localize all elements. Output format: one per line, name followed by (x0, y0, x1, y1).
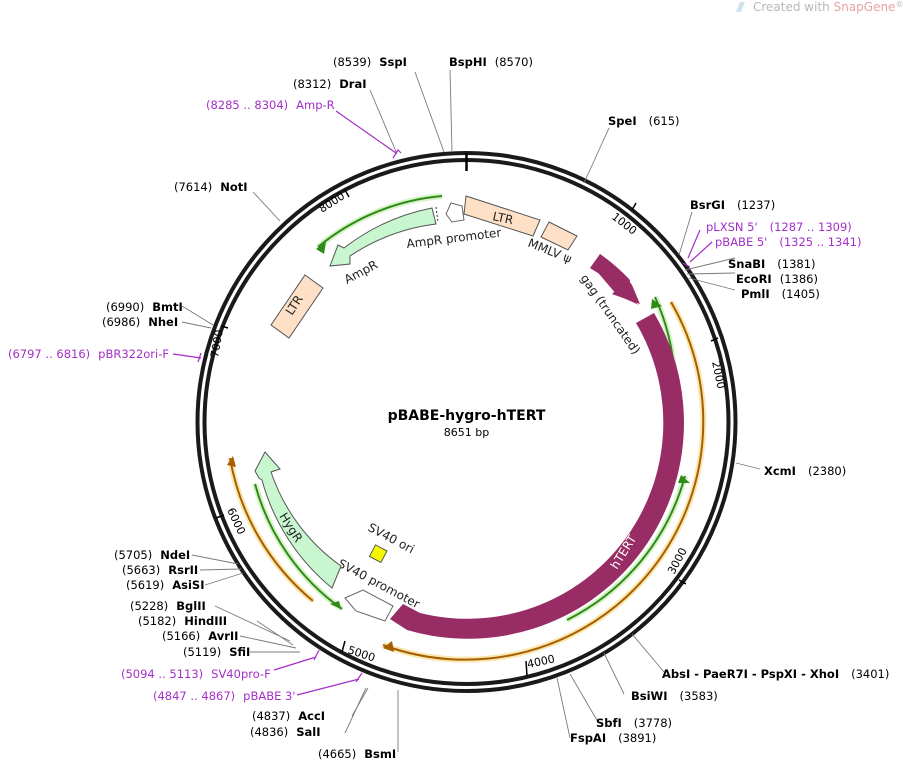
svg-text:BsiWI(3583): BsiWI(3583) (631, 689, 718, 703)
site-bsiwi: BsiWI(3583) (631, 689, 718, 703)
svg-text:(6990)BmtI: (6990)BmtI (106, 300, 183, 314)
site-hindiii: (5182)HindIII (138, 614, 227, 628)
site-asisi: (5619)AsiSI (126, 578, 205, 592)
site-ecori: EcoRI(1386) (736, 272, 818, 286)
svg-text:EcoRI(1386): EcoRI(1386) (736, 272, 818, 286)
site-avrii: (5166)AvrII (162, 629, 238, 643)
feature-ltr-left (270, 274, 324, 339)
tick-7000: 7000 (208, 329, 226, 359)
svg-text:(5619)AsiSI: (5619)AsiSI (126, 578, 205, 592)
snapgene-watermark: Created with SnapGene® (736, 0, 903, 14)
site-acci: (4837)AccI (252, 709, 325, 723)
svg-text:BsrGI(1237): BsrGI(1237) (690, 198, 775, 212)
plasmid-backbone (195, 151, 738, 693)
site-bsrgi: BsrGI(1237) (690, 198, 775, 212)
svg-text:pLXSN 5'(1287 .. 1309): pLXSN 5'(1287 .. 1309) (706, 220, 852, 234)
svg-text:(5228)BglII: (5228)BglII (130, 599, 206, 613)
feature-ampR-promoter (445, 202, 465, 223)
svg-text:(5705)NdeI: (5705)NdeI (114, 548, 190, 562)
tick-4000: 4000 (526, 652, 556, 671)
site-xcmi: XcmI(2380) (764, 464, 846, 478)
feature-hygR (254, 451, 342, 589)
site-ndei: (5705)NdeI (114, 548, 190, 562)
svg-text:(6986)NheI: (6986)NheI (102, 315, 178, 329)
feature-ampR-promoter-label: AmpR promoter (406, 225, 502, 251)
svg-text:(7614)NotI: (7614)NotI (174, 180, 248, 194)
site-bglii: (5228)BglII (130, 599, 206, 613)
site-bsmi: (4665)BsmI (318, 747, 396, 761)
site-fspai: FspAI(3891) (570, 731, 656, 745)
leader-lines (181, 69, 761, 752)
primer-pbabe-3: (4847 .. 4867)pBABE 3' (153, 689, 296, 703)
site-sali: (4836)SalI (250, 725, 321, 739)
site-snabi: SnaBI(1381) (728, 257, 816, 271)
site-sfii: (5119)SfiI (183, 645, 250, 659)
primer-pbabe-5: pBABE 5'(1325 .. 1341) (715, 235, 862, 249)
site-noti: (7614)NotI (174, 180, 248, 194)
primer-amp-r: (8285 .. 8304)Amp-R (206, 98, 335, 112)
svg-text:XcmI(2380): XcmI(2380) (764, 464, 846, 478)
feature-ampR (329, 207, 437, 267)
site-spei: SpeI(615) (608, 114, 680, 128)
svg-text:SnaBI(1381): SnaBI(1381) (728, 257, 816, 271)
svg-text:(8539)SspI: (8539)SspI (333, 55, 407, 69)
primer-plxsn-5: pLXSN 5'(1287 .. 1309) (706, 220, 852, 234)
svg-text:(4847 .. 4867)pBABE 3': (4847 .. 4867)pBABE 3' (153, 689, 296, 703)
snapgene-logo-icon (736, 2, 745, 12)
site-rsrii: (5663)RsrII (122, 563, 198, 577)
primers: (8285 .. 8304)Amp-R pLXSN 5'(1287 .. 130… (8, 98, 862, 703)
plasmid-length: 8651 bp (444, 426, 489, 439)
feature-hTERT (390, 313, 684, 639)
svg-text:(4836)SalI: (4836)SalI (250, 725, 321, 739)
svg-text:(5094 .. 5113)SV40pro-F: (5094 .. 5113)SV40pro-F (121, 667, 271, 681)
svg-text:pBABE 5'(1325 .. 1341): pBABE 5'(1325 .. 1341) (715, 235, 862, 249)
tick-2000: 2000 (709, 360, 728, 390)
site-pmli: PmlI(1405) (741, 287, 820, 301)
svg-text:(5166)AvrII: (5166)AvrII (162, 629, 238, 643)
feature-ltr-top (463, 195, 541, 237)
svg-text:SbfI(3778): SbfI(3778) (596, 716, 672, 730)
svg-text:PmlI(1405): PmlI(1405) (741, 287, 820, 301)
feature-ltr-top-label: LTR (491, 209, 514, 227)
svg-text:BspHI(8570): BspHI(8570) (449, 55, 533, 69)
svg-text:(5182)HindIII: (5182)HindIII (138, 614, 227, 628)
svg-text:Created with SnapGene®: Created with SnapGene® (753, 0, 903, 14)
watermark-reg: ® (895, 0, 903, 9)
svg-text:(8285 .. 8304)Amp-R: (8285 .. 8304)Amp-R (206, 98, 335, 112)
svg-text:FspAI(3891): FspAI(3891) (570, 731, 656, 745)
primer-sv40pro-f: (5094 .. 5113)SV40pro-F (121, 667, 271, 681)
svg-text:(4837)AccI: (4837)AccI (252, 709, 325, 723)
svg-text:(8312)DraI: (8312)DraI (293, 77, 367, 91)
svg-text:(4665)BsmI: (4665)BsmI (318, 747, 396, 761)
site-sbfi: SbfI(3778) (596, 716, 672, 730)
svg-text:AbsI - PaeR7I - PspXI - XhoI(3: AbsI - PaeR7I - PspXI - XhoI(3401) (662, 667, 889, 681)
watermark-prefix: Created with (753, 0, 834, 14)
svg-text:(6797 .. 6816)pBR322ori-F: (6797 .. 6816)pBR322ori-F (8, 347, 169, 361)
orf-arcs (227, 193, 707, 663)
svg-text:(5663)RsrII: (5663)RsrII (122, 563, 198, 577)
site-nhei: (6986)NheI (102, 315, 178, 329)
svg-text:SpeI(615): SpeI(615) (608, 114, 680, 128)
primer-pbr322ori-f: (6797 .. 6816)pBR322ori-F (8, 347, 169, 361)
plasmid-name: pBABE-hygro-hTERT (388, 408, 546, 424)
feature-sv40-ori (368, 544, 388, 564)
site-bmti: (6990)BmtI (106, 300, 183, 314)
feature-sv40-promoter (344, 589, 394, 622)
site-drai: (8312)DraI (293, 77, 367, 91)
restriction-sites: (8539)SspI BspHI(8570) (8312)DraI SpeI(6… (102, 55, 889, 761)
site-bsphi: BspHI(8570) (449, 55, 533, 69)
feature-mmlv-psi (540, 221, 578, 251)
site-sspi: (8539)SspI (333, 55, 407, 69)
site-xhoi: AbsI - PaeR7I - PspXI - XhoI(3401) (662, 667, 889, 681)
watermark-brand: SnapGene (834, 0, 896, 14)
primer-markers (172, 110, 713, 696)
svg-text:(5119)SfiI: (5119)SfiI (183, 645, 250, 659)
